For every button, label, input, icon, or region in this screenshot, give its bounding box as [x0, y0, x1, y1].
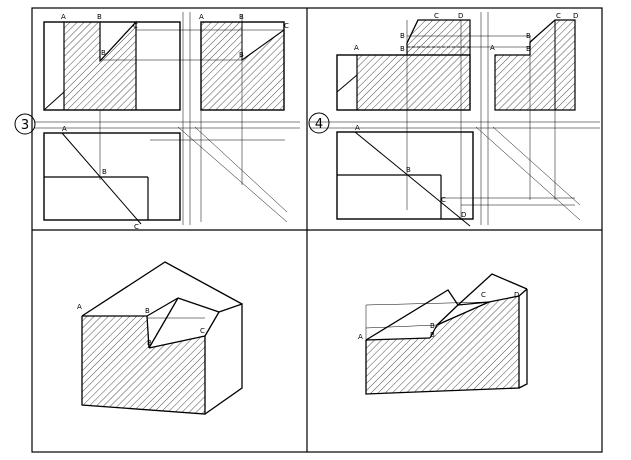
label-c: C: [434, 12, 439, 20]
construction-lines: [365, 301, 490, 340]
label-d: D: [573, 12, 578, 20]
step-number-3: 3: [21, 118, 29, 133]
sheet-frame: [31, 7, 603, 453]
label-a: A: [61, 13, 66, 21]
label-a: A: [490, 44, 495, 52]
label-a: A: [199, 13, 204, 21]
label-b: B: [101, 49, 106, 57]
label-b: B: [526, 45, 531, 53]
label-b: B: [526, 32, 531, 40]
label-a: A: [77, 303, 82, 311]
step-number-circle-4: [308, 112, 330, 134]
side-view: [494, 19, 576, 111]
solid-outline: [81, 261, 243, 415]
label-b: B: [400, 45, 405, 53]
label-c: C: [133, 22, 138, 30]
top-view: [336, 131, 474, 227]
label-b: B: [97, 13, 102, 21]
top-view: [43, 132, 181, 225]
step-number-circle-3: [14, 113, 36, 135]
hatched-face: [82, 316, 205, 414]
label-c: C: [284, 22, 289, 30]
label-d: D: [458, 12, 463, 20]
label-b: B: [430, 331, 435, 339]
front-view: [43, 20, 181, 111]
label-a: A: [358, 333, 363, 341]
label-a: A: [62, 125, 67, 133]
hatched-face: [366, 296, 519, 394]
label-b: B: [406, 166, 411, 174]
step-number-4: 4: [315, 117, 323, 132]
label-c: C: [481, 291, 486, 299]
label-a: A: [355, 124, 360, 132]
front-view: [336, 19, 471, 111]
label-a: A: [354, 44, 359, 52]
label-b: B: [239, 13, 244, 21]
label-b: B: [145, 307, 150, 315]
panel-step-4-orthographic: 4 A B B C D A B B C D A B C D: [308, 12, 600, 227]
label-c: C: [556, 12, 561, 20]
label-c: C: [200, 327, 205, 335]
label-b: B: [239, 51, 244, 59]
label-b: B: [400, 32, 405, 40]
label-d: D: [461, 211, 466, 219]
label-c: C: [441, 196, 446, 204]
label-b: B: [102, 168, 107, 176]
label-d: D: [514, 291, 519, 299]
panel-step-3-orthographic: 3 A B C B A B C B A B C: [14, 12, 300, 231]
solid-outline: [365, 273, 528, 395]
panel-step-4-isometric: A B B C D: [358, 273, 528, 395]
label-b: B: [430, 322, 435, 330]
side-view: [200, 21, 285, 111]
label-c: C: [134, 223, 139, 231]
label-b: B: [147, 339, 152, 347]
panel-step-3-isometric: A B B C: [77, 261, 243, 415]
